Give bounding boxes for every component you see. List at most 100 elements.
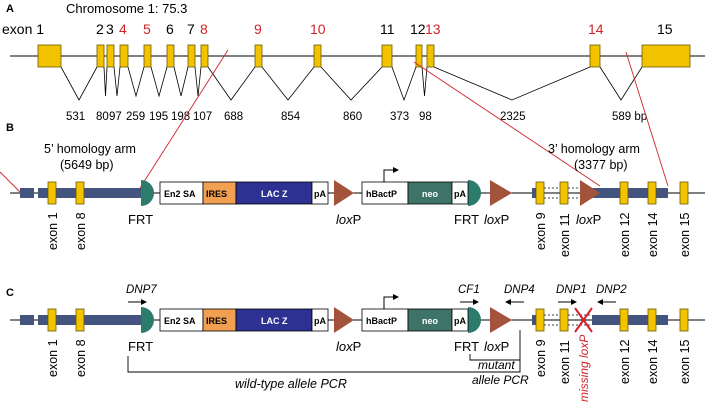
- intron-size: 531: [66, 111, 85, 123]
- exon-10-box: [313, 44, 322, 68]
- exon-3-number: 3: [106, 21, 114, 37]
- exon-label: exon 8: [74, 212, 88, 250]
- frt-site: [141, 307, 154, 333]
- primer-label: DNP4: [504, 284, 535, 296]
- frt-site: [141, 180, 154, 206]
- mutant-pcr-label-line2: allele PCR: [472, 373, 529, 387]
- exon-15-number: 15: [657, 21, 673, 37]
- panel-a-label: A: [6, 3, 14, 15]
- loxp-site: [334, 180, 354, 206]
- exon-7-number: 7: [187, 21, 195, 37]
- homology-3-title: 3’ homology arm: [548, 142, 640, 156]
- targeting-construct-c: [10, 294, 705, 333]
- intron-size: 98: [419, 111, 432, 123]
- exon-label: exon 11: [558, 213, 572, 257]
- exon-15-box: [679, 308, 689, 332]
- homology-5-title: 5’ homology arm: [44, 142, 136, 156]
- intron-size: 688: [224, 111, 243, 123]
- pa-box: [311, 181, 329, 205]
- missing-loxp-label: missing loxP: [577, 335, 591, 402]
- intron-size: 80: [96, 111, 109, 123]
- loxp-site: [490, 307, 512, 333]
- lacz-label: LAC Z: [261, 189, 288, 199]
- exon-8-box: [200, 44, 209, 68]
- mutant-pcr-label-line1: mutant: [478, 358, 515, 372]
- exon-10-number: 10: [310, 21, 326, 37]
- exon-14-box: [647, 181, 657, 205]
- lox-suffix: P: [353, 212, 362, 227]
- pa-box: [451, 308, 469, 332]
- exon-label: exon 1: [46, 212, 60, 250]
- loxp-label: loxP: [484, 212, 509, 227]
- intron-size: 97: [109, 111, 122, 123]
- exon-1-box: [37, 44, 62, 68]
- primer-label: CF1: [458, 284, 480, 296]
- promoter-arrow-icon: [383, 167, 399, 182]
- pcr-brackets: [127, 330, 521, 373]
- en2sa-label: En2 SA: [164, 316, 196, 326]
- intron-size: 589 bp: [612, 111, 647, 123]
- missing-loxp-x-icon: [574, 307, 593, 333]
- exon-12-number: 12: [410, 21, 426, 37]
- loxp-label: loxP: [336, 212, 361, 227]
- splice-lines: [60, 66, 643, 102]
- exon-12-box: [415, 44, 423, 68]
- loxp-label: loxP: [336, 339, 361, 354]
- exon-4-number: 4: [119, 21, 127, 37]
- lox-italic: lox: [336, 339, 353, 354]
- frt-label: FRT: [128, 212, 153, 227]
- lox-suffix: P: [593, 212, 602, 227]
- exon-8-number: 8: [200, 21, 208, 37]
- exon-1-box: [47, 181, 57, 205]
- loxp-site: [334, 307, 354, 333]
- exon-13-number: 13: [425, 21, 441, 37]
- intron-size: 195: [149, 111, 168, 123]
- exon-label: exon 12: [618, 339, 632, 384]
- exon-label: exon 15: [678, 339, 692, 384]
- exon-11-box: [559, 308, 569, 332]
- exon-4-box: [119, 44, 129, 68]
- targeting-construct-b: [10, 167, 705, 206]
- hbactp-label: hBactP: [366, 189, 397, 199]
- pa-label: pA: [454, 189, 466, 199]
- exon-label: exon 14: [646, 339, 660, 384]
- exon-9-box: [535, 181, 545, 205]
- primer-labels: DNP7 CF1 DNP4 DNP1 DNP2: [126, 284, 627, 296]
- exon-15-box: [679, 181, 689, 205]
- exon-14-box: [589, 44, 601, 68]
- exon-number-labels: exon 1 2 3 4 5 6 7 8 9 10 11 12 13 14 15: [2, 21, 673, 37]
- lox-suffix: P: [501, 339, 510, 354]
- intron-size: 2325: [500, 111, 526, 123]
- primer-label: DNP2: [596, 284, 627, 296]
- exon-11-number: 11: [380, 21, 395, 37]
- frt-label: FRT: [454, 339, 479, 354]
- exon-14-number: 14: [588, 21, 604, 37]
- pa-label: pA: [454, 316, 466, 326]
- exon-11-box: [381, 44, 393, 68]
- lox-italic: lox: [336, 212, 353, 227]
- promoter-arrow-icon: [383, 294, 399, 309]
- hbactp-label: hBactP: [366, 316, 397, 326]
- exon-9-number: 9: [254, 21, 262, 37]
- ires-label: IRES: [206, 189, 227, 199]
- exon-12-box: [619, 181, 629, 205]
- exon-13-box: [426, 44, 435, 68]
- exon-6-number: 6: [166, 21, 174, 37]
- frt-label: FRT: [454, 212, 479, 227]
- genomic-exons: [37, 44, 691, 68]
- pa-label: pA: [314, 189, 326, 199]
- exon-label: exon 14: [646, 212, 660, 257]
- neo-label: neo: [422, 316, 439, 326]
- exon-labels-b: exon 1 exon 8 exon 9 exon 11 exon 12 exo…: [46, 212, 692, 257]
- exon-12-box: [619, 308, 629, 332]
- exon-15-box: [641, 44, 691, 68]
- wild-type-pcr-label: wild-type allele PCR: [235, 377, 347, 391]
- intron-size: 860: [343, 111, 362, 123]
- panel-b-label: B: [6, 122, 14, 134]
- primer-label: DNP1: [556, 284, 587, 296]
- loxp-site: [580, 180, 600, 206]
- lox-italic: lox: [484, 339, 501, 354]
- en2sa-label: En2 SA: [164, 189, 196, 199]
- exon-label: exon 11: [558, 340, 572, 384]
